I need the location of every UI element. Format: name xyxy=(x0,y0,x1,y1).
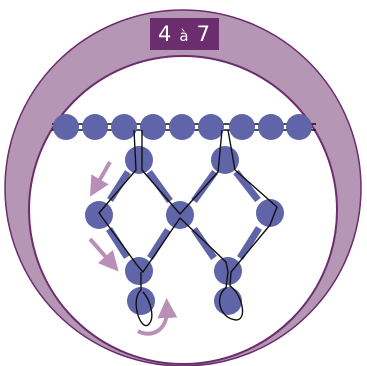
bead xyxy=(140,114,166,140)
bead xyxy=(169,114,195,140)
bead xyxy=(85,201,113,229)
bead xyxy=(256,199,284,227)
bead xyxy=(111,114,137,140)
direction-arrows xyxy=(88,161,178,336)
bead xyxy=(82,114,108,140)
return-arrow-icon xyxy=(136,298,178,336)
direction-arrow-icon xyxy=(90,161,112,197)
bead xyxy=(286,114,312,140)
bugle-bead xyxy=(107,170,131,202)
thread-paths xyxy=(98,129,278,327)
bugle-bead xyxy=(237,226,262,260)
bugle-bead xyxy=(146,169,173,204)
bugle-bead xyxy=(233,169,261,203)
bead xyxy=(125,257,153,285)
bead xyxy=(53,114,79,140)
step-to: 7 xyxy=(196,22,211,46)
bead xyxy=(166,201,194,229)
bead xyxy=(127,287,155,315)
bead xyxy=(214,287,242,315)
direction-arrow-icon xyxy=(88,237,119,272)
bead xyxy=(125,146,153,174)
bead xyxy=(198,114,224,140)
top-bead-row xyxy=(53,114,312,140)
step-from: 4 xyxy=(158,22,173,46)
bead xyxy=(258,114,284,140)
bugle-bead xyxy=(106,227,130,259)
step-separator: à xyxy=(179,27,190,45)
bugle-bead xyxy=(147,228,171,260)
bead xyxy=(229,114,255,140)
step-badge: 4 à 7 xyxy=(150,18,219,50)
